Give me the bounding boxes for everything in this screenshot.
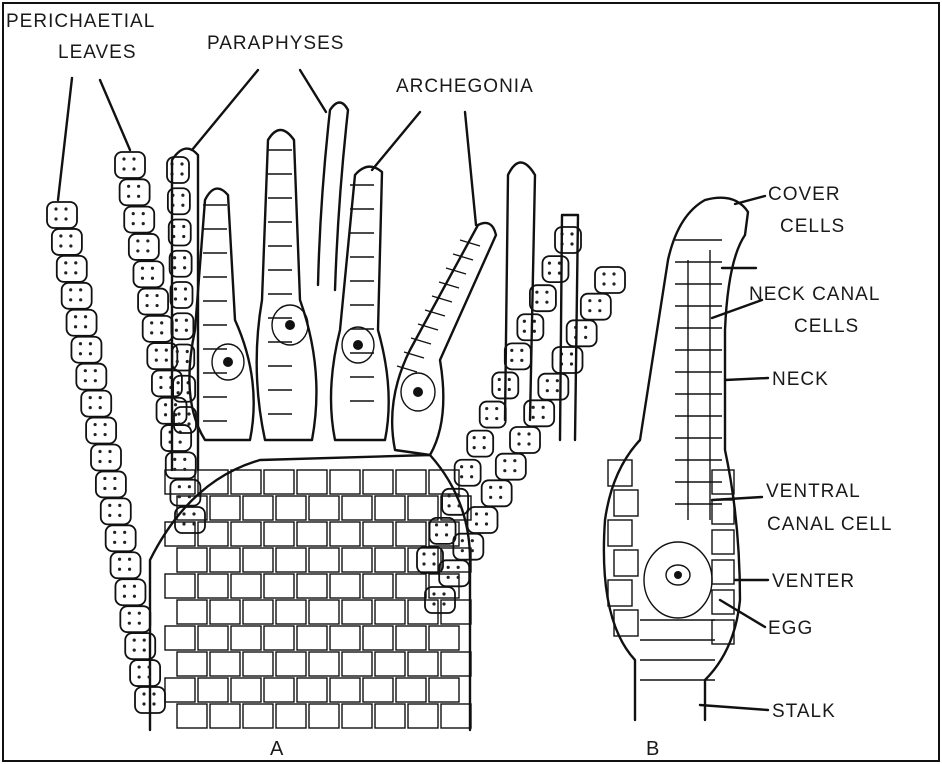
label-perichaetial-line2: LEAVES [58, 42, 137, 63]
label-neck-canal-line2: CELLS [794, 316, 859, 337]
label-ventral-line1: VENTRAL [766, 481, 861, 502]
single-archegonium-cells [608, 240, 734, 680]
label-neck: NECK [772, 369, 829, 390]
panel-label-b: B [646, 738, 659, 760]
label-neck-canal-line1: NECK CANAL [749, 284, 880, 305]
label-paraphyses: PARAPHYSES [207, 33, 344, 54]
perichaetial-leaves-drawing [47, 152, 625, 713]
label-stalk: STALK [772, 701, 836, 722]
panel-label-a: A [270, 738, 284, 760]
egg-cell [644, 542, 712, 618]
label-archegonia: ARCHEGONIA [396, 76, 534, 97]
label-venter: VENTER [772, 571, 855, 592]
panel-a-drawing [47, 70, 625, 730]
label-ventral-line2: CANAL CELL [767, 514, 892, 535]
label-perichaetial-line1: PERICHAETIAL [6, 11, 155, 32]
label-cover-line2: CELLS [780, 216, 845, 237]
panel-b-drawing [604, 196, 768, 720]
label-egg: EGG [768, 618, 813, 639]
archegonia-drawing [189, 130, 496, 455]
label-cover-line1: COVER [768, 184, 841, 205]
